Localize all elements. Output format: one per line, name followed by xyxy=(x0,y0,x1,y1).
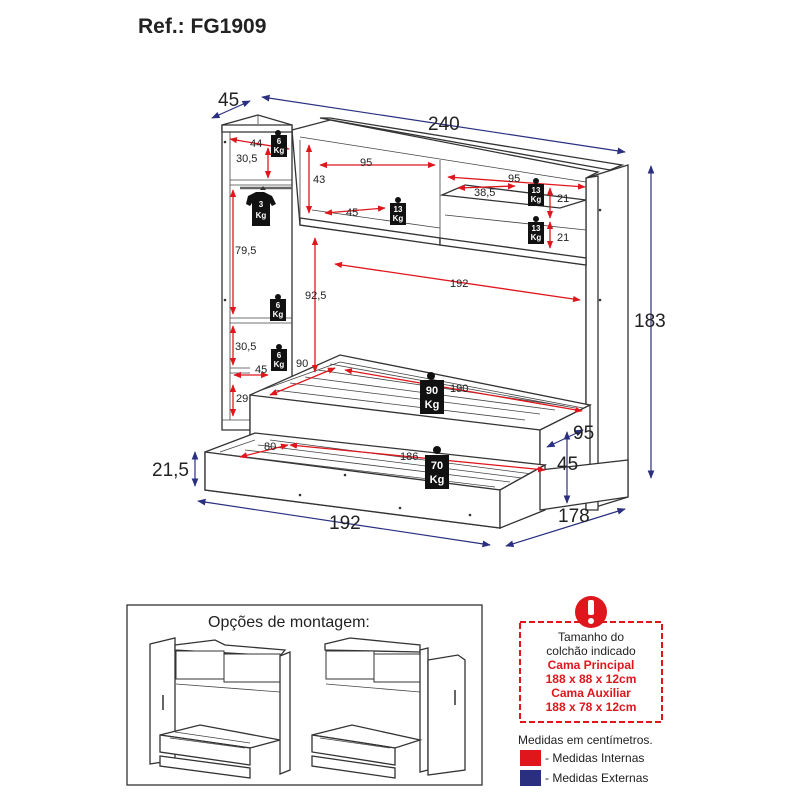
units-note: Medidas em centímetros. xyxy=(518,733,653,747)
svg-text:13: 13 xyxy=(532,224,541,233)
mattress-line1: Tamanho do xyxy=(558,630,624,644)
svg-text:6: 6 xyxy=(277,351,282,360)
svg-text:Kg: Kg xyxy=(531,233,542,242)
dim-190: 190 xyxy=(450,383,468,395)
dim-30-5-top: 30,5 xyxy=(236,153,257,165)
svg-text:Kg: Kg xyxy=(393,214,404,223)
dim-92-5: 92,5 xyxy=(305,290,326,302)
warning-icon xyxy=(575,596,607,628)
dim-45-mid: 45 xyxy=(346,207,358,219)
svg-text:13: 13 xyxy=(394,205,403,214)
dim-38-5: 38,5 xyxy=(474,187,495,199)
dim-80: 80 xyxy=(264,441,276,453)
svg-text:Kg: Kg xyxy=(274,146,285,155)
legend-internal-label: - Medidas Internas xyxy=(545,751,644,765)
dim-depth-top: 45 xyxy=(218,90,239,111)
external-dimensions: 45 240 183 95 45 178 192 21,5 xyxy=(152,90,666,548)
dim-30-5-low: 30,5 xyxy=(235,341,256,353)
legend-external-label: - Medidas Externas xyxy=(545,771,648,785)
assembly-options-panel: Opções de montagem: xyxy=(126,604,483,786)
dim-21-b: 21 xyxy=(557,232,569,244)
legend-internal-swatch xyxy=(520,750,541,766)
weight-tag-6-top: 6 Kg xyxy=(271,130,287,157)
svg-text:6: 6 xyxy=(276,301,281,310)
dim-side-depth: 95 xyxy=(573,423,594,444)
weight-tag-6-low: 6 Kg xyxy=(271,344,287,371)
assembly-option-left xyxy=(149,637,291,779)
mattress-main-size: 188 x 88 x 12cm xyxy=(546,672,637,686)
weight-tag-70-aux: 70 Kg xyxy=(425,446,449,489)
svg-text:3: 3 xyxy=(259,200,264,209)
svg-text:6: 6 xyxy=(277,137,282,146)
dim-drawer-front-h: 21,5 xyxy=(152,460,189,481)
dim-side-width: 178 xyxy=(558,506,590,527)
svg-text:Kg: Kg xyxy=(531,195,542,204)
mattress-line2: colchão indicado xyxy=(546,644,636,658)
svg-text:Kg: Kg xyxy=(256,211,267,220)
internal-dimensions: 44 30,5 79,5 30,5 45 29 43 95 45 95 38,5… xyxy=(229,137,586,473)
dim-21-a: 21 xyxy=(557,193,569,205)
dim-192: 192 xyxy=(450,278,468,290)
dim-95-left: 95 xyxy=(360,157,372,169)
weight-tags: 6 Kg 3 Kg 13 Kg 13 Kg 13 Kg xyxy=(246,130,544,489)
mattress-aux-label: Cama Auxiliar xyxy=(551,686,631,700)
dim-95-right: 95 xyxy=(508,173,520,185)
dim-45-low: 45 xyxy=(255,364,267,376)
dim-bed-front: 192 xyxy=(329,513,361,534)
legend: Medidas em centímetros. - Medidas Intern… xyxy=(518,733,653,786)
dim-186: 186 xyxy=(400,451,418,463)
dim-79-5: 79,5 xyxy=(235,245,256,257)
dim-43: 43 xyxy=(313,174,325,186)
svg-text:Kg: Kg xyxy=(430,474,445,486)
weight-tag-13-mid: 13 Kg xyxy=(390,197,406,225)
svg-text:Kg: Kg xyxy=(274,360,285,369)
svg-text:Kg: Kg xyxy=(425,399,440,411)
mattress-aux-size: 188 x 78 x 12cm xyxy=(546,700,637,714)
dim-44: 44 xyxy=(250,138,262,150)
mattress-notice: Tamanho do colchão indicado Cama Princip… xyxy=(519,596,663,723)
weight-tag-6-shelf: 6 Kg xyxy=(270,294,286,321)
svg-text:13: 13 xyxy=(532,186,541,195)
svg-text:90: 90 xyxy=(426,385,438,397)
svg-text:70: 70 xyxy=(431,460,443,472)
dim-width-top: 240 xyxy=(428,114,460,135)
weight-tag-90-bed: 90 Kg xyxy=(420,372,444,414)
weight-tag-13-right-top: 13 Kg xyxy=(528,178,544,206)
svg-text:Kg: Kg xyxy=(273,310,284,319)
assembly-title: Opções de montagem: xyxy=(208,614,370,631)
mattress-main-label: Cama Principal xyxy=(548,658,635,672)
dim-90: 90 xyxy=(296,358,308,370)
dim-height: 183 xyxy=(634,311,666,332)
legend-external-swatch xyxy=(520,770,541,786)
weight-tag-13-right-low: 13 Kg xyxy=(528,216,544,244)
dim-29: 29 xyxy=(236,393,248,405)
reference-title: Ref.: FG1909 xyxy=(138,15,266,38)
assembly-option-right xyxy=(311,637,466,779)
dim-drawer-height: 45 xyxy=(557,454,578,475)
weight-tag-3-shirt: 3 Kg xyxy=(246,186,276,226)
